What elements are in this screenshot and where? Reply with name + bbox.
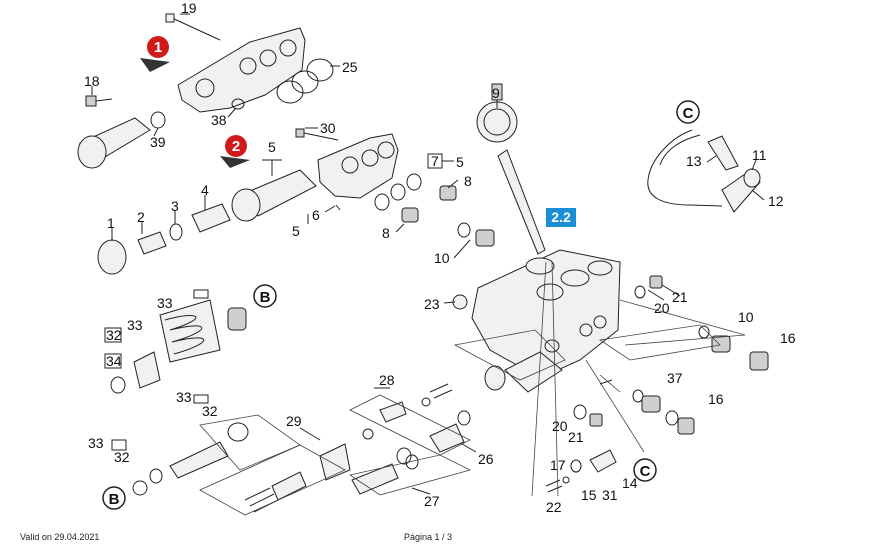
step-marker-2: 2 <box>220 135 250 168</box>
part-label: 29 <box>286 413 302 429</box>
part-label: 8 <box>464 173 472 189</box>
part-label: 21 <box>672 289 688 305</box>
part-label: 11 <box>752 147 767 163</box>
highlight-box <box>546 208 576 227</box>
part-label: 34 <box>106 353 122 369</box>
part-label: 18 <box>84 73 100 89</box>
part-label: 32 <box>114 449 130 465</box>
step-1-number: 1 <box>154 39 162 56</box>
step-2-number: 2 <box>232 138 240 155</box>
ref-b-letter: B <box>109 491 120 508</box>
part-label: 10 <box>434 250 450 266</box>
part-label: 33 <box>127 317 143 333</box>
part-label: 1 <box>107 215 115 231</box>
part-label: 2 <box>137 209 145 225</box>
step-marker-1: 1 <box>140 36 170 72</box>
part-label: 22 <box>546 499 562 515</box>
part-label: 5 <box>268 139 276 155</box>
parts-artwork <box>77 13 769 516</box>
part-label: 39 <box>150 134 166 150</box>
part-label: 16 <box>780 330 796 346</box>
part-label: 5 <box>456 154 464 170</box>
part-label: 33 <box>176 389 192 405</box>
part-label: 21 <box>568 429 584 445</box>
part-label: 20 <box>552 418 568 434</box>
highlight-label: 2.2 <box>551 209 571 225</box>
part-label: 20 <box>654 300 670 316</box>
part-label: 14 <box>622 475 638 491</box>
part-label: 5 <box>292 223 300 239</box>
part-label: 15 <box>581 487 597 503</box>
part-label: 28 <box>379 372 395 388</box>
reference-b-bottom: B <box>102 486 126 510</box>
part-label: 25 <box>342 59 358 75</box>
part-label: 6 <box>312 207 320 223</box>
part-label: 31 <box>602 487 618 503</box>
part-label: 7 <box>431 153 439 169</box>
part-label: 37 <box>667 370 683 386</box>
reference-c-top: C <box>676 100 700 124</box>
part-label: 3 <box>171 198 179 214</box>
ref-c-letter: C <box>683 105 694 122</box>
part-label: 13 <box>686 153 702 169</box>
ref-b-letter: B <box>260 289 271 306</box>
part-label: 8 <box>382 225 390 241</box>
page-number: Página 1 / 3 <box>404 532 453 542</box>
part-labels: 19 25 18 38 39 30 5 4 3 2 1 7 5 8 6 5 8 … <box>84 0 796 515</box>
reference-b-top: B <box>253 284 277 308</box>
part-label: 26 <box>478 451 494 467</box>
part-label: 10 <box>738 309 754 325</box>
part-label: 23 <box>424 296 440 312</box>
part-label: 17 <box>550 457 566 473</box>
part-label: 4 <box>201 182 209 198</box>
part-label: 32 <box>106 327 122 343</box>
part-label: 32 <box>202 403 218 419</box>
part-label: 30 <box>320 120 336 136</box>
ref-c-letter: C <box>640 463 651 480</box>
part-label: 38 <box>211 112 227 128</box>
leader-lines <box>91 13 765 495</box>
part-label: 9 <box>492 85 500 101</box>
part-label: 27 <box>424 493 440 509</box>
part-label: 16 <box>708 391 724 407</box>
part-label: 33 <box>88 435 104 451</box>
part-label: 33 <box>157 295 173 311</box>
part-label: 19 <box>181 0 197 16</box>
part-label: 12 <box>768 193 784 209</box>
validity-date: Valid on 29.04.2021 <box>20 532 100 542</box>
reference-c-bottom: C <box>633 458 657 482</box>
